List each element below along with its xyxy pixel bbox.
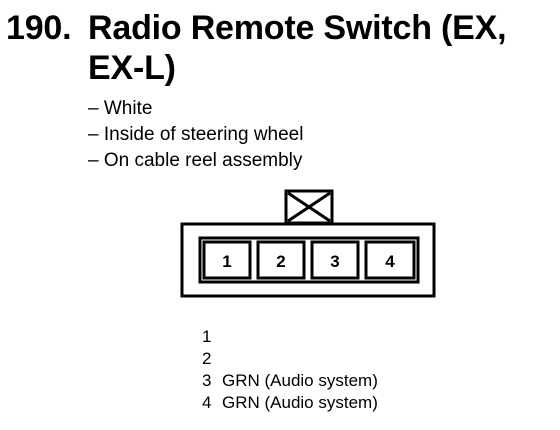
detail-color: – White bbox=[88, 98, 153, 119]
wiring-row-3: 3 GRN (Audio system) bbox=[202, 370, 378, 392]
heading-title-part-2: EX-L) bbox=[88, 49, 176, 87]
pin-cavity-4 bbox=[364, 240, 416, 280]
wiring-pin: 4 bbox=[202, 393, 212, 412]
wiring-row-4: 4 GRN (Audio system) bbox=[202, 392, 378, 414]
locking-tab-cross-b bbox=[287, 191, 331, 223]
pin-label-2: 2 bbox=[276, 252, 285, 271]
detail-location: – Inside of steering wheel bbox=[88, 124, 304, 145]
pin-label-4: 4 bbox=[385, 252, 395, 271]
heading-line-1: 190. Radio Remote Switch (EX, bbox=[6, 8, 554, 48]
wiring-pin: 2 bbox=[202, 349, 212, 368]
pin-cavity-1 bbox=[202, 240, 252, 280]
wiring-desc: GRN (Audio system) bbox=[222, 393, 378, 412]
pin-cavity-3 bbox=[310, 240, 360, 280]
wiring-row-1: 1 bbox=[202, 326, 378, 348]
pin-label-1: 1 bbox=[222, 252, 231, 271]
pin-cavity-2 bbox=[256, 240, 306, 280]
section-heading: 190. Radio Remote Switch (EX, EX-L) bbox=[6, 8, 554, 88]
pin-label-3: 3 bbox=[330, 252, 339, 271]
wiring-pin: 1 bbox=[202, 327, 212, 346]
heading-title-part-1: Radio Remote Switch (EX, bbox=[88, 9, 507, 47]
section-number: 190. bbox=[6, 9, 72, 47]
wiring-desc: GRN (Audio system) bbox=[222, 371, 378, 390]
wiring-pin: 3 bbox=[202, 371, 212, 390]
detail-mounting: – On cable reel assembly bbox=[88, 150, 303, 171]
connector-details: – White – Inside of steering wheel – On … bbox=[88, 96, 303, 174]
connector-diagram: 1 2 3 4 bbox=[180, 189, 436, 298]
wiring-row-2: 2 bbox=[202, 348, 378, 370]
